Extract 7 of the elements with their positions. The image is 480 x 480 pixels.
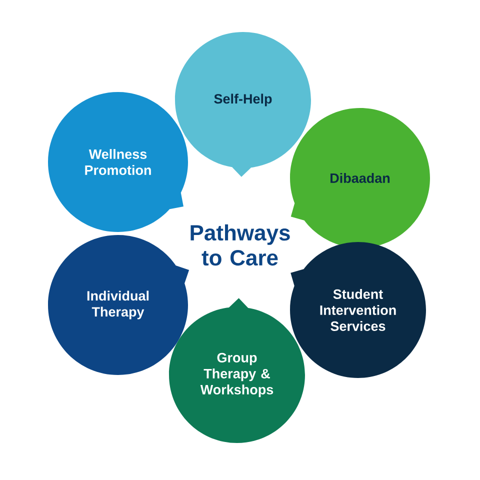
blob: Self-Help	[175, 32, 311, 177]
blob: Dibaadan	[290, 108, 430, 248]
blob: Student Intervention Services	[290, 242, 426, 378]
blob: Wellness Promotion	[48, 92, 188, 232]
title: Pathways to Care	[190, 224, 290, 266]
blob: Individual Therapy	[48, 235, 190, 375]
blob: Group Therapy & Workshops	[169, 298, 305, 443]
